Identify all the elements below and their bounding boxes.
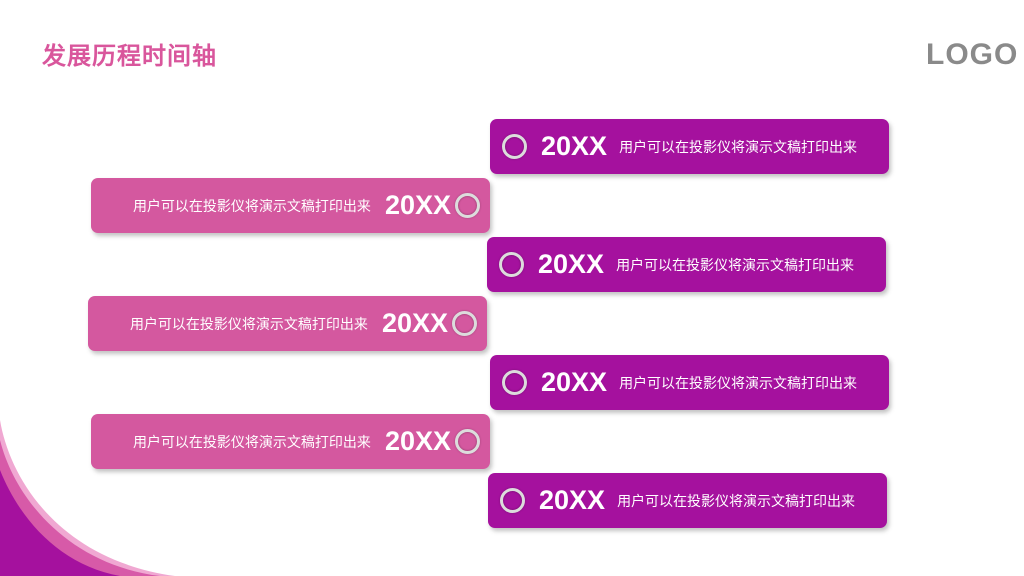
timeline-item-1: 20XX 用户可以在投影仪将演示文稿打印出来 [490, 119, 889, 174]
item-text: 用户可以在投影仪将演示文稿打印出来 [616, 257, 855, 274]
item-text: 用户可以在投影仪将演示文稿打印出来 [132, 434, 371, 451]
item-text: 用户可以在投影仪将演示文稿打印出来 [619, 375, 858, 392]
year-label: 20XX [541, 367, 608, 397]
circle-marker-icon [455, 193, 480, 218]
year-label: 20XX [538, 249, 605, 279]
year-label: 20XX [539, 485, 606, 515]
circle-marker-icon [452, 311, 477, 336]
circle-marker-icon [502, 370, 527, 395]
timeline-item-6: 用户可以在投影仪将演示文稿打印出来 20XX [91, 414, 490, 469]
circle-marker-icon [502, 134, 527, 159]
item-text: 用户可以在投影仪将演示文稿打印出来 [619, 139, 858, 156]
item-text: 用户可以在投影仪将演示文稿打印出来 [617, 493, 856, 510]
page-title: 发展历程时间轴 [42, 42, 217, 70]
circle-marker-icon [455, 429, 480, 454]
timeline-item-2: 用户可以在投影仪将演示文稿打印出来 20XX [91, 178, 490, 233]
circle-marker-icon [499, 252, 524, 277]
timeline-item-5: 20XX 用户可以在投影仪将演示文稿打印出来 [490, 355, 889, 410]
year-label: 20XX [384, 426, 451, 456]
year-label: 20XX [384, 190, 451, 220]
logo: LOGO [926, 38, 1019, 71]
item-text: 用户可以在投影仪将演示文稿打印出来 [132, 198, 371, 215]
year-label: 20XX [381, 308, 448, 338]
item-text: 用户可以在投影仪将演示文稿打印出来 [129, 316, 368, 333]
timeline-item-7: 20XX 用户可以在投影仪将演示文稿打印出来 [488, 473, 887, 528]
year-label: 20XX [541, 131, 608, 161]
timeline-item-4: 用户可以在投影仪将演示文稿打印出来 20XX [88, 296, 487, 351]
timeline-item-3: 20XX 用户可以在投影仪将演示文稿打印出来 [487, 237, 886, 292]
circle-marker-icon [500, 488, 525, 513]
